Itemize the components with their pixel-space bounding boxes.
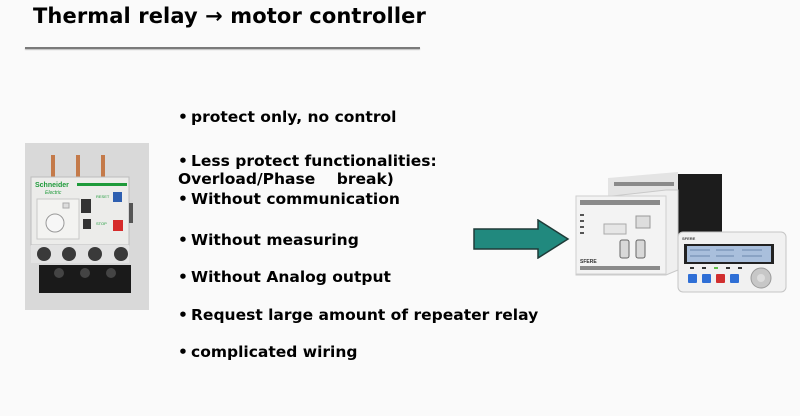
stop-button-graphic xyxy=(113,220,123,231)
transition-arrow xyxy=(472,218,572,263)
display-key xyxy=(688,274,697,283)
bullet-item: •protect only, no control xyxy=(178,108,397,126)
svg-text:RESET: RESET xyxy=(96,194,110,199)
bullet-item: •Request large amount of repeater relay xyxy=(178,306,539,324)
lcd-screen xyxy=(687,246,771,262)
terminal-screw xyxy=(37,247,51,261)
bullet-item: •Without communication xyxy=(178,190,400,208)
terminal-screw xyxy=(114,247,128,261)
motor-controller-drawing: SFERE SFERE xyxy=(575,172,787,293)
display-key xyxy=(730,274,739,283)
terminal-screw xyxy=(88,247,102,261)
right-arrow-icon xyxy=(473,218,570,260)
controller-brand-label: SFERE xyxy=(580,259,597,265)
title-underline xyxy=(25,47,420,49)
thermal-relay-image: Schneider Electric RESET STOP xyxy=(25,143,149,310)
relay-pin xyxy=(101,155,105,177)
svg-text:STOP: STOP xyxy=(96,221,107,226)
bullet-item: •Less protect functionalities: xyxy=(178,152,437,170)
motor-controller-image: SFERE SFERE xyxy=(566,160,796,299)
bullet-item: •Without measuring xyxy=(178,231,359,249)
bullet-item: •Without Analog output xyxy=(178,268,391,286)
slide-title: Thermal relay → motor controller xyxy=(33,4,426,28)
relay-brand-sub: Electric xyxy=(45,190,62,196)
display-key xyxy=(716,274,725,283)
bullet-item: •complicated wiring xyxy=(178,343,358,361)
relay-pin xyxy=(51,155,55,177)
relay-brand-label: Schneider xyxy=(35,182,69,189)
display-brand-label: SFERE xyxy=(682,236,696,241)
relay-pin xyxy=(76,155,80,177)
thermal-relay-drawing: Schneider Electric RESET STOP xyxy=(25,143,149,310)
terminal-screw xyxy=(62,247,76,261)
reset-button-graphic xyxy=(113,192,122,202)
display-key xyxy=(702,274,711,283)
bullet-continuation: Overload/Phase break) xyxy=(178,170,394,188)
